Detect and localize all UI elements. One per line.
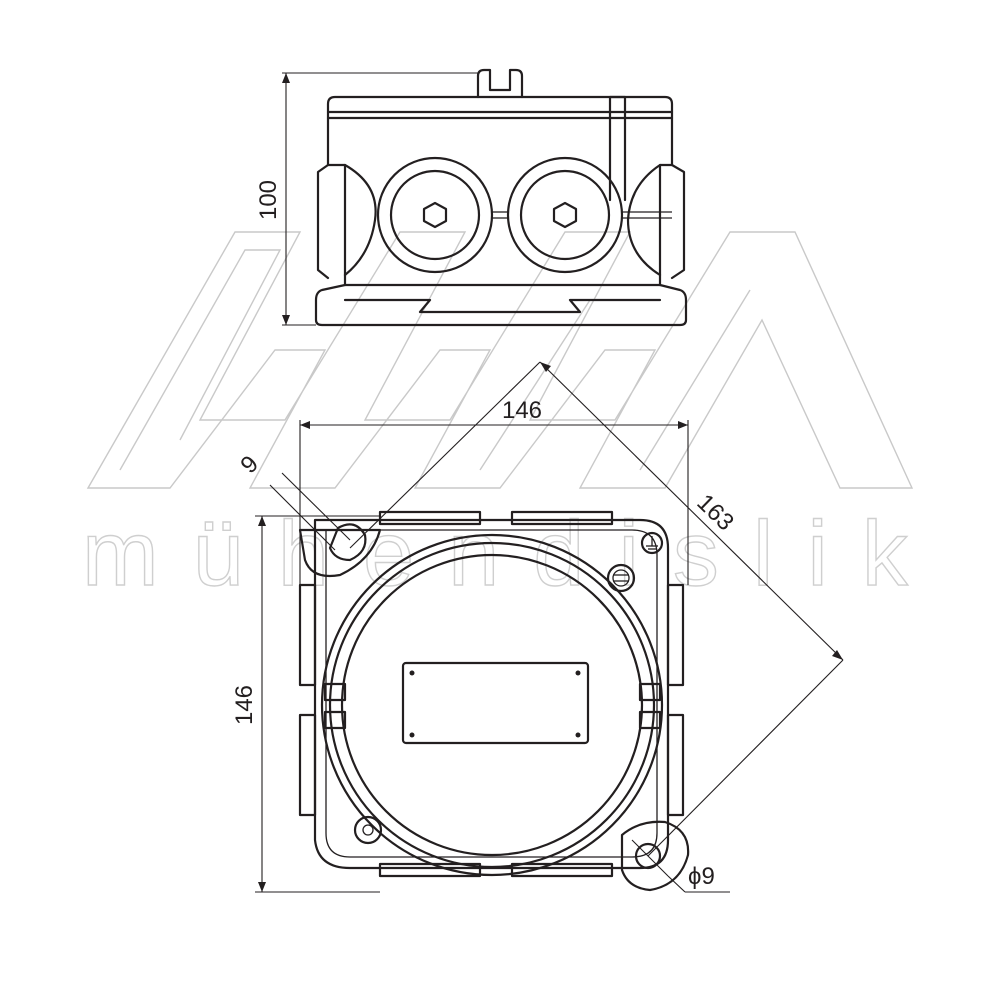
dim-diagonal: 163 <box>349 361 844 857</box>
side-band <box>608 95 627 202</box>
side-base <box>314 283 688 327</box>
side-body-outline <box>326 95 674 287</box>
front-lid-clamp-left-top <box>323 682 347 702</box>
front-lid-mid-ring <box>328 541 656 869</box>
front-lid-clamp-right-bottom <box>638 710 662 730</box>
side-gland-left <box>376 156 494 274</box>
side-gland-right <box>506 156 624 274</box>
dim-label-146-top: 146 <box>502 397 542 424</box>
dim-label-100: 100 <box>255 180 282 220</box>
side-left-boss <box>316 163 377 280</box>
front-right-lug-bottom <box>666 713 685 817</box>
front-mounting-hole <box>634 842 662 870</box>
front-left-lug-top <box>298 583 317 687</box>
front-view: 146 146 163 9 <box>231 361 844 893</box>
front-mounting-slot <box>298 528 382 578</box>
front-left-lug-bottom <box>298 713 317 817</box>
dim-label-phi9: ϕ9 <box>688 863 715 890</box>
front-body-outline <box>313 518 670 870</box>
dim-front-width: 146 <box>299 397 689 585</box>
dim-side-height: 100 <box>255 72 478 326</box>
front-lid-bolt <box>353 815 383 845</box>
front-lid-clamp-right-top <box>638 682 662 702</box>
side-right-boss <box>626 163 686 280</box>
front-top-lug-right <box>510 510 614 526</box>
dim-hole: ϕ9 <box>631 839 730 893</box>
dim-front-height: 146 <box>231 515 380 893</box>
front-lid-screw <box>606 563 636 593</box>
front-bottom-lug-right <box>510 862 614 878</box>
front-mounting-ear <box>620 820 690 892</box>
front-lid-inner <box>340 553 644 857</box>
front-right-lug-top <box>666 583 685 687</box>
watermark-logo <box>86 231 914 489</box>
side-view: 100 <box>255 68 688 327</box>
front-lid-outer-ring <box>320 533 664 877</box>
earth-icon <box>640 531 664 555</box>
front-nameplate <box>401 661 590 745</box>
side-top-tab <box>476 68 524 99</box>
dim-label-146-left: 146 <box>231 685 258 725</box>
dim-label-9: 9 <box>235 450 264 479</box>
front-lid-clamp-left-bottom <box>323 710 347 730</box>
